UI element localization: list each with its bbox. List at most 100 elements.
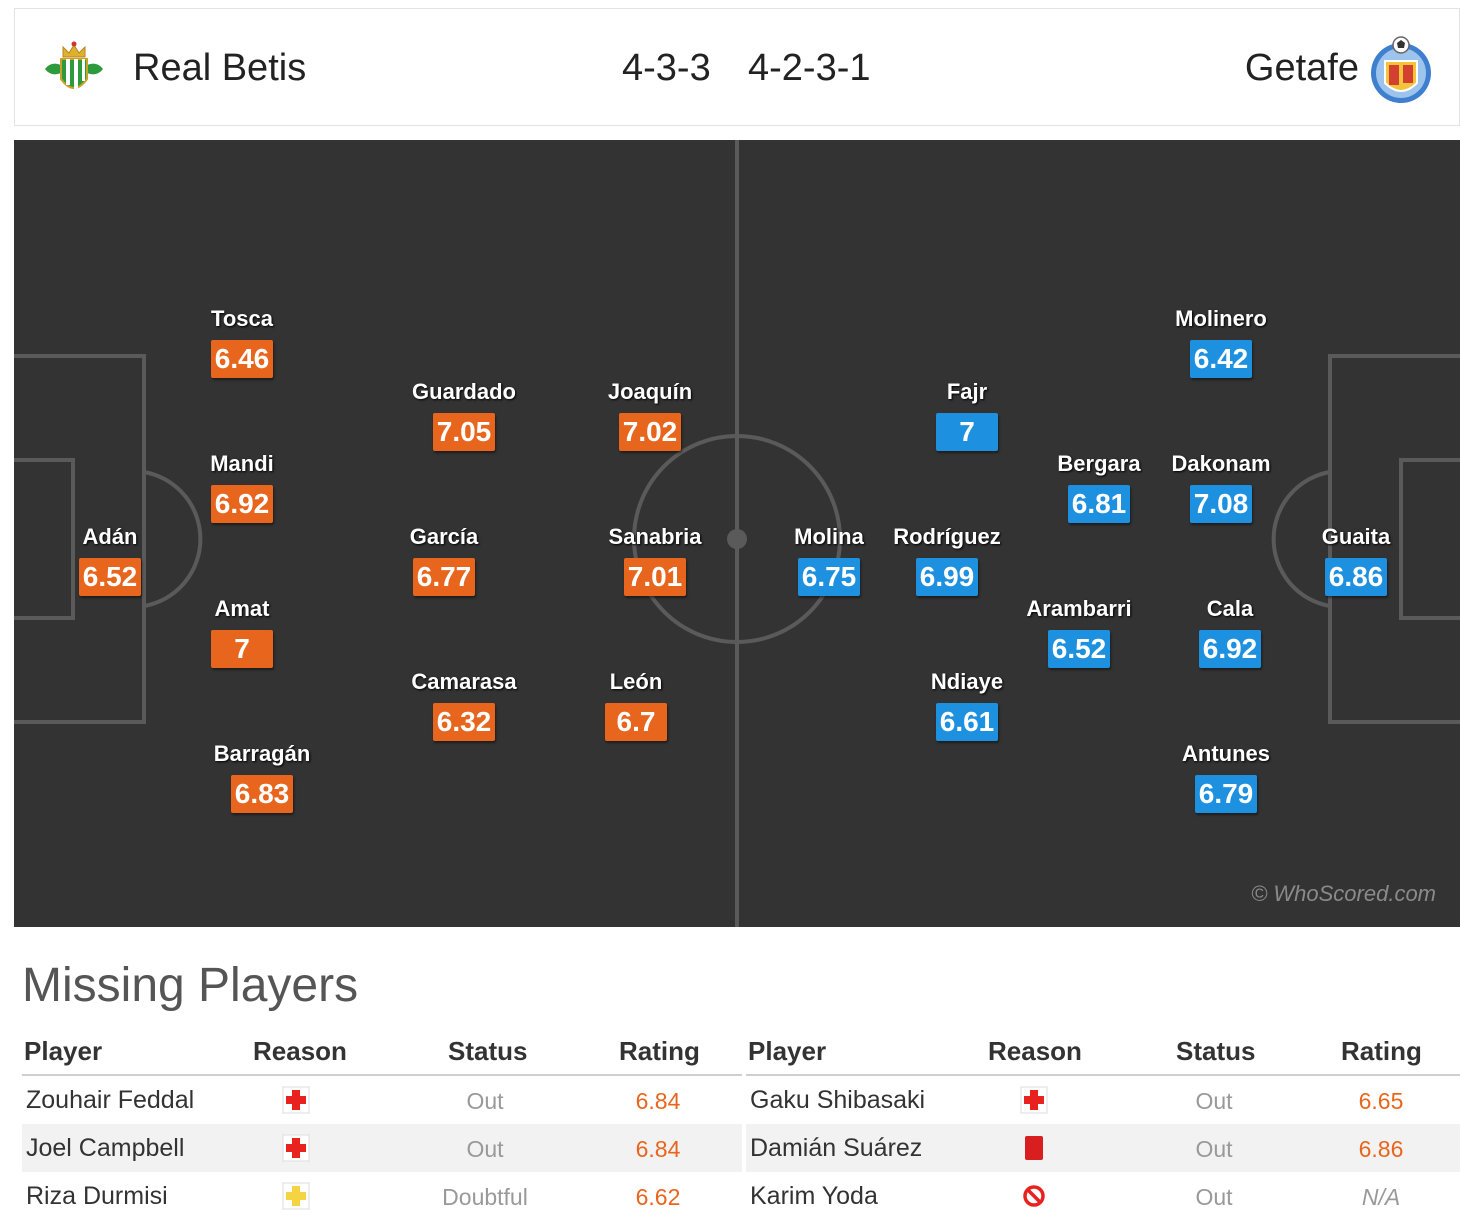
player-marker-garcia[interactable]: García 6.77 [364,524,524,596]
injury-icon [282,1134,310,1162]
player-marker-guaita[interactable]: Guaita 6.86 [1276,524,1436,596]
player-marker-bergara[interactable]: Bergara 6.81 [1019,451,1179,523]
table-row[interactable]: Joel Campbell Out 6.84 [22,1124,742,1172]
rating-value: 6.65 [1358,1088,1404,1114]
player-name: Sanabria [608,524,702,549]
column-header-player: Player [748,1036,827,1066]
status-text: Out [466,1136,504,1162]
player-name: Rodríguez [893,524,1001,549]
status-text: Out [1195,1088,1233,1114]
player-link[interactable]: Karim Yoda [750,1182,878,1210]
player-link[interactable]: Riza Durmisi [26,1182,168,1210]
player-name: Molina [794,524,864,549]
player-marker-camarasa[interactable]: Camarasa 6.32 [384,669,544,741]
player-name: Joaquín [607,379,693,404]
player-rating-badge: 6.83 [230,775,294,813]
real-betis-crest-icon[interactable] [41,39,107,99]
column-header-rating: Rating [1341,1036,1422,1066]
player-marker-antunes[interactable]: Antunes 6.79 [1146,741,1306,813]
player-rating-badge: 7.01 [623,558,687,596]
player-rating-badge: 6.32 [432,703,496,741]
player-name: Tosca [211,306,273,331]
player-marker-molinero[interactable]: Molinero 6.42 [1141,306,1301,378]
away-formation: 4-2-3-1 [748,47,871,89]
player-marker-dakonam[interactable]: Dakonam 7.08 [1141,451,1301,523]
missing-table-home: Player Reason Status Rating Zouhair Fedd… [22,1030,742,1220]
player-marker-rodriguez[interactable]: Rodríguez 6.99 [867,524,1027,596]
table-row[interactable]: Zouhair Feddal Out 6.84 [22,1076,742,1124]
player-rating-badge: 7.05 [432,413,496,451]
pitch: Adán 6.52 Tosca 6.46 Mandi 6.92 Amat 7 B… [14,140,1460,927]
table-row[interactable]: Gaku Shibasaki Out 6.65 [746,1076,1460,1124]
status-text: Out [466,1088,504,1114]
player-rating-badge: 6.61 [935,703,999,741]
player-name: Camarasa [411,669,517,694]
status-text: Doubtful [442,1184,528,1210]
rating-value: 6.84 [635,1136,681,1162]
player-marker-joaquin[interactable]: Joaquín 7.02 [570,379,730,451]
player-marker-mandi[interactable]: Mandi 6.92 [162,451,322,523]
player-rating-badge: 6.92 [210,485,274,523]
player-rating-badge: 6.77 [412,558,476,596]
column-header-player: Player [24,1036,103,1066]
injury-icon [1020,1086,1048,1114]
player-rating-badge: 6.75 [797,558,861,596]
player-name: Guaita [1321,524,1391,549]
player-rating-badge: 6.99 [915,558,979,596]
player-rating-badge: 6.86 [1324,558,1388,596]
player-marker-cala[interactable]: Cala 6.92 [1150,596,1310,668]
player-rating-badge: 6.42 [1189,340,1253,378]
player-name: Cala [1206,596,1254,621]
injury-icon [282,1086,310,1114]
player-rating-badge: 6.79 [1194,775,1258,813]
player-marker-leon[interactable]: León 6.7 [556,669,716,741]
match-header: Real Betis 4-3-3 4-2-3-1 Getafe [14,8,1460,126]
player-marker-sanabria[interactable]: Sanabria 7.01 [575,524,735,596]
player-name: Mandi [210,451,274,476]
player-name: Barragán [213,741,311,766]
table-row[interactable]: Karim Yoda Out N/A [746,1172,1460,1220]
player-name: Fajr [946,379,988,404]
player-marker-barragan[interactable]: Barragán 6.83 [182,741,342,813]
player-marker-ndiaye[interactable]: Ndiaye 6.61 [887,669,1047,741]
pitch-markings [14,140,1460,927]
player-name: Bergara [1057,451,1141,476]
status-text: Out [1195,1136,1233,1162]
player-marker-guardado[interactable]: Guardado 7.05 [384,379,544,451]
player-marker-amat[interactable]: Amat 7 [162,596,322,668]
player-marker-tosca[interactable]: Tosca 6.46 [162,306,322,378]
player-marker-molina[interactable]: Molina 6.75 [749,524,909,596]
status-text: Out [1195,1184,1233,1210]
player-marker-adan[interactable]: Adán 6.52 [30,524,190,596]
table-row[interactable]: Riza Durmisi Doubtful 6.62 [22,1172,742,1220]
table-header: Player Reason Status Rating [22,1030,742,1076]
player-link[interactable]: Joel Campbell [26,1134,185,1162]
missing-players-title: Missing Players [22,959,359,1012]
column-header-status: Status [1176,1036,1256,1066]
column-header-rating: Rating [619,1036,700,1066]
player-rating-badge: 6.92 [1198,630,1262,668]
column-header-reason: Reason [988,1036,1082,1066]
player-name: Antunes [1182,741,1270,766]
player-marker-fajr[interactable]: Fajr 7 [887,379,1047,451]
player-marker-arambarri[interactable]: Arambarri 6.52 [999,596,1159,668]
player-rating-badge: 6.7 [605,703,667,741]
player-rating-badge: 7.02 [618,413,682,451]
player-link[interactable]: Zouhair Feddal [26,1086,195,1114]
player-name: Dakonam [1171,451,1271,476]
player-rating-badge: 7.08 [1189,485,1253,523]
player-rating-badge: 7 [211,630,273,668]
home-team-name[interactable]: Real Betis [133,47,307,89]
player-link[interactable]: Gaku Shibasaki [750,1086,926,1114]
suspended-icon [1023,1185,1045,1207]
column-header-reason: Reason [253,1036,347,1066]
player-link[interactable]: Damián Suárez [750,1134,923,1162]
rating-value: 6.86 [1358,1136,1404,1162]
table-row[interactable]: Damián Suárez Out 6.86 [746,1124,1460,1172]
red-card-icon [1025,1136,1043,1160]
home-formation: 4-3-3 [622,47,711,89]
player-name: Guardado [412,379,516,404]
getafe-crest-icon[interactable] [1369,35,1433,105]
player-rating-badge: 6.52 [78,558,142,596]
away-team-name[interactable]: Getafe [1244,47,1359,89]
